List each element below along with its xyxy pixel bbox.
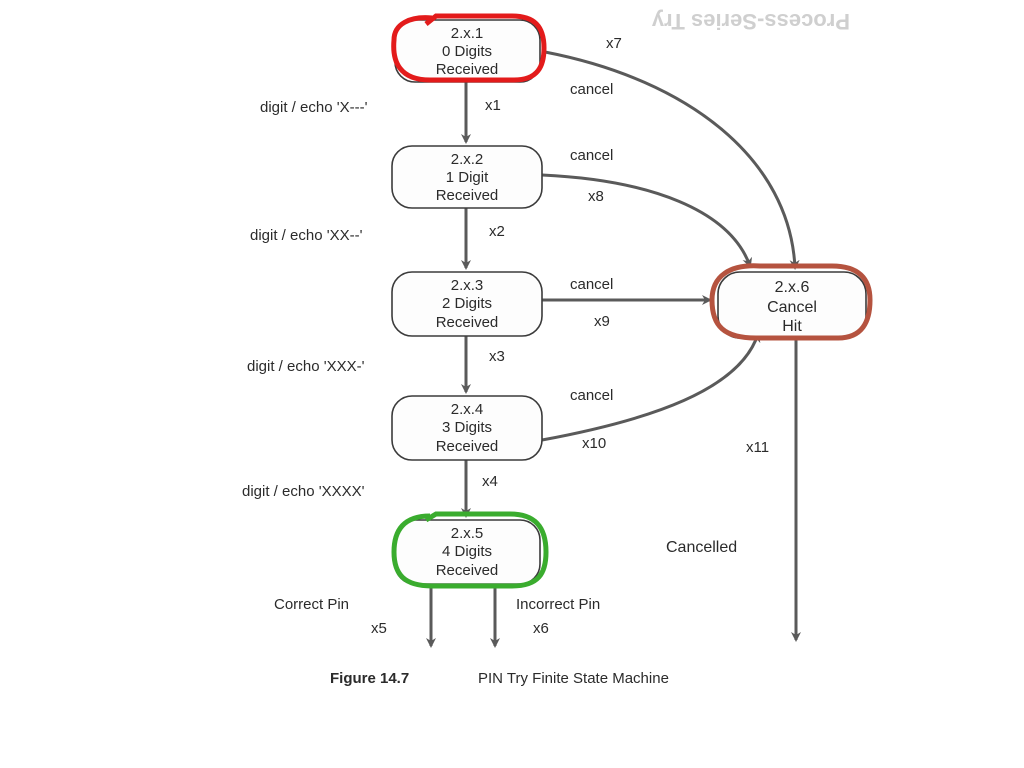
page-header-fragment: Process-Series Try xyxy=(651,9,850,34)
label-correct-pin-id: x5 xyxy=(371,620,387,637)
figure-title: PIN Try Finite State Machine xyxy=(478,670,669,687)
state-2x3: 2.x.3 2 Digits Received xyxy=(391,271,543,337)
label-digit-2-id: x2 xyxy=(489,223,505,240)
state-2x2-id: 2.x.2 xyxy=(451,151,484,168)
edge-cancel-4 xyxy=(541,332,761,442)
state-2x2: 2.x.2 1 Digit Received xyxy=(391,145,543,209)
start-state-highlight xyxy=(391,13,547,83)
state-2x6-sublabel: Hit xyxy=(782,318,802,335)
label-digit-3-event: digit / echo 'XXX-' xyxy=(247,358,365,375)
state-2x5-id: 2.x.5 xyxy=(451,525,484,542)
label-incorrect-pin-event: Incorrect Pin xyxy=(516,596,600,613)
edge-cancel-2 xyxy=(541,173,753,268)
label-cancel-3-id: x9 xyxy=(594,313,610,330)
state-2x1-id: 2.x.1 xyxy=(451,25,484,42)
label-cancel-4-event: cancel xyxy=(570,387,613,404)
figure-number: Figure 14.7 xyxy=(330,670,409,687)
label-digit-2-event: digit / echo 'XX--' xyxy=(250,227,363,244)
label-cancel-1-id: x7 xyxy=(606,35,622,52)
state-2x4-label: 3 Digits xyxy=(442,419,492,436)
state-2x1-sublabel: Received xyxy=(436,61,499,78)
state-2x6-label: Cancel xyxy=(767,299,817,316)
state-2x3-label: 2 Digits xyxy=(442,295,492,312)
state-2x3-id: 2.x.3 xyxy=(451,277,484,294)
state-2x6: 2.x.6 Cancel Hit xyxy=(717,271,867,339)
state-2x4-sublabel: Received xyxy=(436,438,499,455)
label-digit-4-event: digit / echo 'XXXX' xyxy=(242,483,365,500)
label-digit-1-event: digit / echo 'X---' xyxy=(260,99,368,116)
label-cancelled-id: x11 xyxy=(746,439,769,456)
state-2x5-sublabel: Received xyxy=(436,562,499,579)
state-2x4: 2.x.4 3 Digits Received xyxy=(391,395,543,461)
label-digit-3-id: x3 xyxy=(489,348,505,365)
state-2x5-label: 4 Digits xyxy=(442,543,492,560)
label-cancel-4-id: x10 xyxy=(582,435,606,452)
state-2x2-label: 1 Digit xyxy=(446,169,489,186)
label-cancel-3-event: cancel xyxy=(570,276,613,293)
label-cancel-2-event: cancel xyxy=(570,147,613,164)
state-2x3-sublabel: Received xyxy=(436,314,499,331)
edge-cancel-1 xyxy=(544,50,800,270)
state-2x5: 2.x.5 4 Digits Received xyxy=(394,519,541,585)
label-incorrect-pin-id: x6 xyxy=(533,620,549,637)
cancel-state-highlight xyxy=(709,263,873,341)
label-digit-4-id: x4 xyxy=(482,473,498,490)
state-2x1-label: 0 Digits xyxy=(442,43,492,60)
state-2x6-id: 2.x.6 xyxy=(775,279,810,296)
state-2x1: 2.x.1 0 Digits Received xyxy=(394,19,541,83)
label-cancelled-event: Cancelled xyxy=(666,539,737,556)
label-digit-1-id: x1 xyxy=(485,97,501,114)
state-2x4-id: 2.x.4 xyxy=(451,401,484,418)
label-cancel-1-event: cancel xyxy=(570,81,613,98)
label-cancel-2-id: x8 xyxy=(588,188,604,205)
label-correct-pin-event: Correct Pin xyxy=(274,596,349,613)
final-state-highlight xyxy=(391,511,549,589)
state-2x2-sublabel: Received xyxy=(436,187,499,204)
